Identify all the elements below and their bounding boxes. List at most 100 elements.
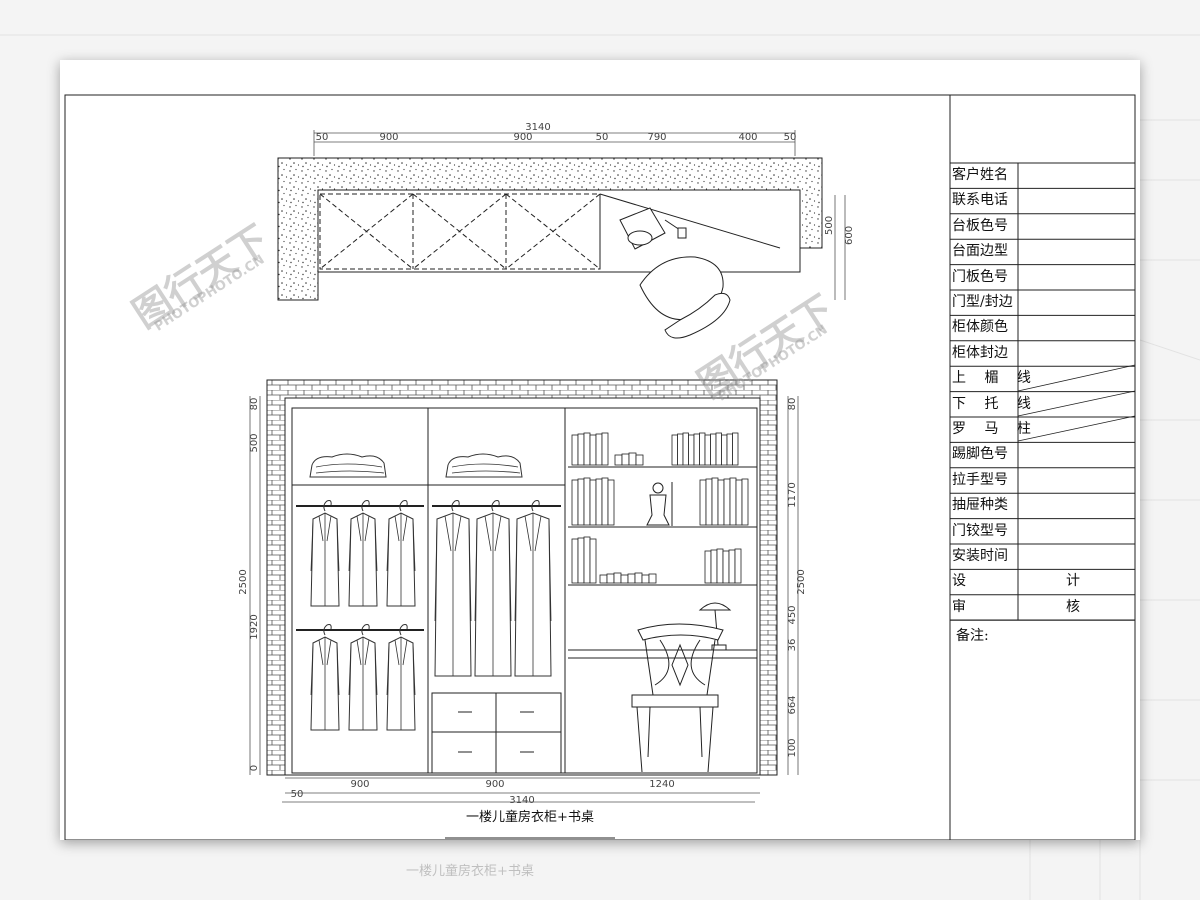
- hanging-coat: [434, 500, 472, 677]
- elevation-bottom-dim: 1240: [649, 779, 674, 790]
- front-elevation: [249, 379, 799, 803]
- folded-clothes-stack: [445, 453, 523, 478]
- book: [583, 477, 591, 526]
- plan-segment-dim: 50: [316, 132, 329, 143]
- spec-row-label: 下 托 线: [952, 395, 1038, 412]
- plan-side-dim-2: 600: [844, 226, 855, 245]
- book: [627, 573, 636, 584]
- spec-row-label: 门板色号: [952, 268, 1008, 285]
- bookshelves: [568, 466, 757, 659]
- plan-side-dim-1: 500: [824, 216, 835, 235]
- book: [671, 434, 678, 466]
- plan-cabinet-body: [317, 189, 801, 273]
- book: [589, 434, 597, 466]
- book: [723, 478, 731, 526]
- plan-segment-dim: 900: [379, 132, 398, 143]
- book: [693, 433, 700, 466]
- elevation-left-dim: 500: [249, 433, 260, 452]
- book: [677, 433, 684, 466]
- spec-row-label: 抽屉种类: [952, 497, 1008, 514]
- book: [716, 548, 724, 584]
- spec-row-label: 审 核: [952, 598, 1104, 615]
- elevation-right-dim: 664: [787, 695, 798, 714]
- book: [728, 549, 736, 584]
- book: [577, 537, 585, 584]
- book: [717, 479, 725, 526]
- book: [606, 573, 615, 584]
- book: [583, 536, 591, 584]
- book: [704, 550, 712, 584]
- table-diagonals: [1017, 364, 1136, 442]
- book: [704, 434, 711, 466]
- desk-plan-cut: [599, 193, 781, 249]
- desk-chair: [631, 623, 724, 773]
- desk-lamp: [698, 602, 732, 651]
- book: [699, 479, 707, 526]
- book: [571, 479, 579, 526]
- hanging-coat: [514, 500, 552, 677]
- elevation-left-dim: 80: [249, 398, 260, 411]
- drawers: [431, 692, 562, 774]
- book: [599, 574, 608, 584]
- desk-lamp-plan: [619, 207, 687, 250]
- elevation-left-dim: 1920: [249, 614, 260, 639]
- caption-reflection: 一楼儿童房衣柜+书桌: [406, 864, 534, 879]
- spec-row-label: 拉手型号: [952, 471, 1008, 488]
- book: [721, 434, 728, 466]
- elevation-dim-lines: [249, 396, 799, 803]
- spec-row-label: 设 计: [952, 573, 1104, 590]
- spec-row-label: 安装时间: [952, 548, 1008, 564]
- plan-segment-dim: 790: [647, 132, 666, 143]
- remarks-label: 备注:: [956, 628, 989, 644]
- plan-dimensions: [313, 130, 846, 300]
- plan-segment-dim: 50: [784, 132, 797, 143]
- book: [710, 549, 718, 584]
- spec-row-label: 踢脚色号: [952, 446, 1008, 463]
- book: [628, 452, 637, 466]
- plan-view: [277, 130, 846, 339]
- book: [699, 432, 706, 466]
- book: [715, 432, 722, 466]
- book: [589, 538, 597, 584]
- book: [577, 478, 585, 526]
- book: [688, 434, 695, 466]
- book: [583, 432, 591, 466]
- elevation-left-dim: 0: [249, 765, 260, 771]
- book: [595, 478, 603, 526]
- book: [635, 454, 644, 466]
- spec-row-label: 上 楣 线: [952, 370, 1038, 387]
- book: [710, 433, 717, 466]
- book: [732, 432, 739, 466]
- book: [729, 477, 737, 526]
- book: [571, 434, 579, 466]
- spec-row-label: 罗 马 柱: [952, 421, 1038, 437]
- book: [595, 433, 603, 466]
- book: [705, 478, 713, 526]
- drawing-caption: 一楼儿童房衣柜+书桌: [466, 810, 594, 825]
- spec-row-label: 柜体颜色: [952, 319, 1008, 336]
- book: [620, 574, 629, 584]
- elevation-right-dim: 36: [787, 639, 798, 652]
- book: [577, 433, 585, 466]
- plan-segment-dim: 400: [738, 132, 757, 143]
- books: [571, 432, 749, 584]
- book: [614, 454, 623, 466]
- book: [648, 573, 657, 584]
- elevation-bottom-dim: 900: [350, 779, 369, 790]
- book: [682, 432, 689, 466]
- book: [589, 479, 597, 526]
- elevation-right-dim: 80: [787, 398, 798, 411]
- book: [621, 453, 630, 466]
- chair-plan: [639, 256, 731, 339]
- book: [641, 574, 650, 584]
- spec-row-label: 联系电话: [952, 192, 1008, 209]
- book: [601, 477, 609, 526]
- folded-clothes-stack: [309, 453, 387, 478]
- book: [734, 548, 742, 584]
- book: [741, 478, 749, 526]
- book: [726, 433, 733, 466]
